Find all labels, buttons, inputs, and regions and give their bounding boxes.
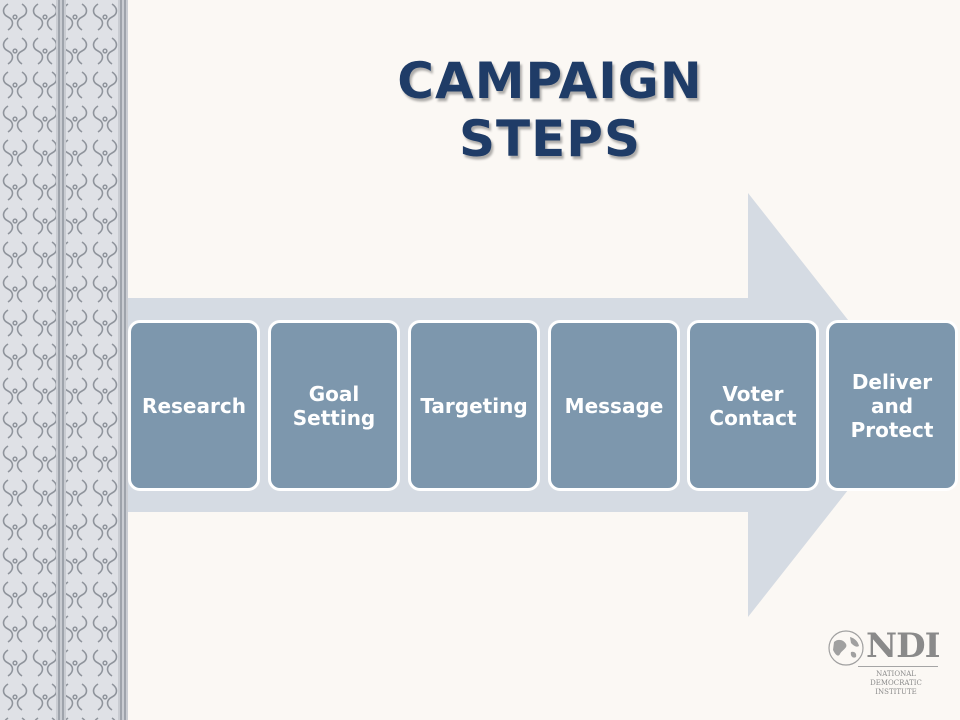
step-goal-setting: Goal Setting (268, 320, 400, 491)
step-message: Message (548, 320, 680, 491)
logo-divider (858, 666, 938, 667)
ndi-logo: NDI NATIONAL DEMOCRATIC INSTITUTE (826, 626, 946, 708)
step-research: Research (128, 320, 260, 491)
logo-wordmark: NDI (866, 626, 940, 666)
step-deliver-and-protect: Deliver and Protect (826, 320, 958, 491)
decorative-side-border (0, 0, 128, 720)
logo-subtitle: NATIONAL DEMOCRATIC INSTITUTE (870, 670, 922, 696)
step-targeting: Targeting (408, 320, 540, 491)
page-title: CAMPAIGN STEPS (397, 52, 703, 168)
step-voter-contact: Voter Contact (687, 320, 819, 491)
globe-icon (828, 630, 864, 666)
